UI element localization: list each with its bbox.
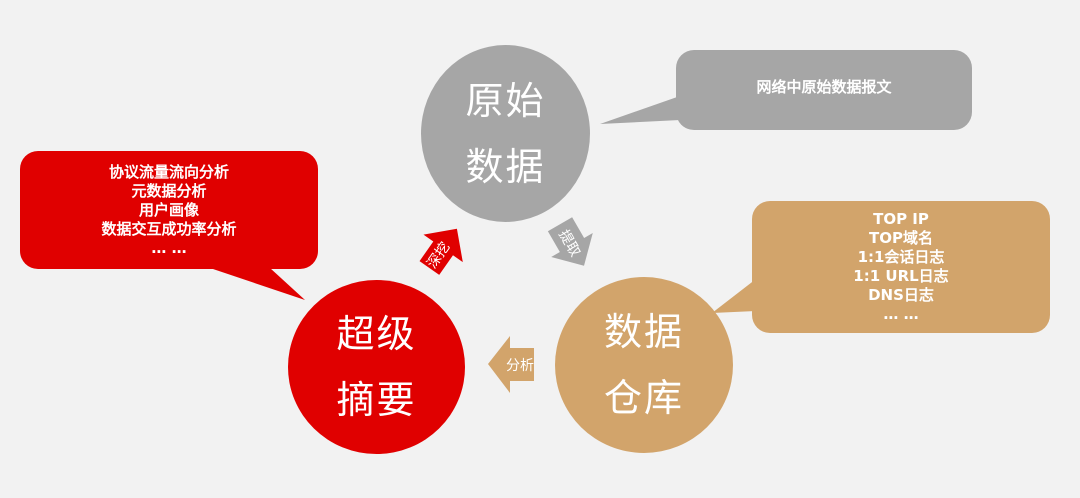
callout-warehouse-line: … … [883, 305, 919, 323]
analyze-arrow-icon [488, 336, 534, 393]
callout-summary-line: 元数据分析 [131, 181, 207, 200]
raw-data-callout-tail [600, 96, 680, 124]
callout-summary-line: 用户画像 [138, 200, 199, 219]
node-warehouse-line-2: 仓库 [603, 376, 684, 420]
callout-warehouse-line: 1:1会话日志 [857, 248, 945, 266]
callout-warehouse-line: DNS日志 [868, 286, 934, 304]
node-raw-data-line-1: 原始 [465, 78, 546, 123]
callout-raw-data-line: 网络中原始数据报文 [756, 78, 892, 96]
node-raw-data: 原始 数据 [421, 45, 590, 222]
summary-callout-tail [210, 268, 305, 300]
callout-summary-line: … … [151, 238, 187, 257]
analyze-label: 分析 [506, 358, 534, 374]
callout-warehouse-line: TOP域名 [869, 229, 933, 247]
node-raw-data-line-2: 数据 [465, 144, 546, 189]
callout-data-warehouse: TOP IP TOP域名 1:1会话日志 1:1 URL日志 DNS日志 … … [752, 201, 1050, 333]
node-super-summary: 超级 摘要 [288, 280, 465, 454]
node-summary-line-2: 摘要 [336, 378, 417, 422]
warehouse-callout-tail [712, 279, 756, 313]
extract-arrow-icon [547, 217, 593, 266]
node-warehouse-line-1: 数据 [603, 310, 684, 354]
mine-arrow-icon [419, 228, 463, 275]
callout-summary-line: 协议流量流向分析 [108, 162, 229, 181]
callout-warehouse-line: TOP IP [873, 210, 929, 228]
node-data-warehouse: 数据 仓库 [555, 277, 733, 453]
node-summary-line-1: 超级 [336, 312, 417, 356]
callout-super-summary: 协议流量流向分析 元数据分析 用户画像 数据交互成功率分析 … … [20, 151, 318, 269]
callout-raw-data: 网络中原始数据报文 [676, 50, 972, 130]
callout-summary-line: 数据交互成功率分析 [101, 219, 237, 238]
callout-warehouse-line: 1:1 URL日志 [853, 267, 949, 285]
